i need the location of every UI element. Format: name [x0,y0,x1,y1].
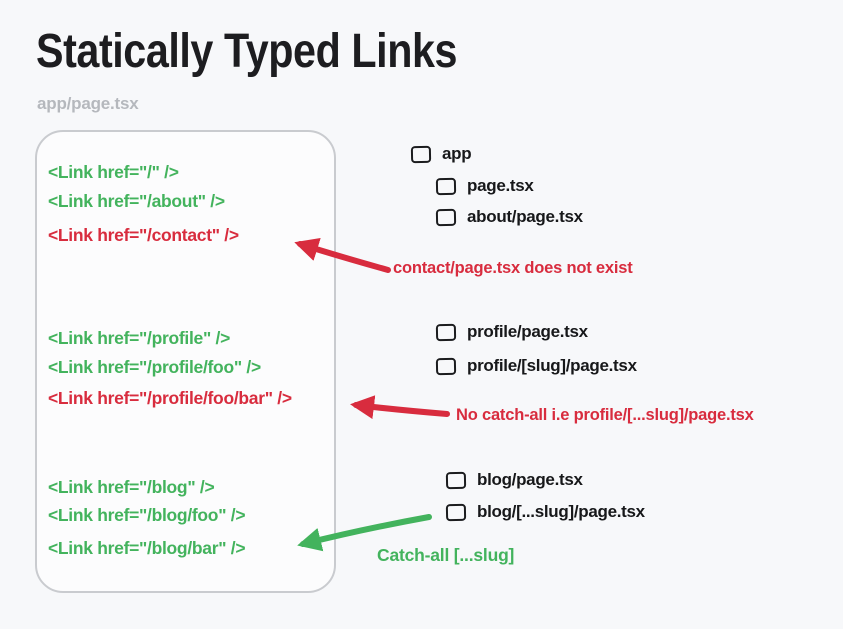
code-line-profile-foo: <Link href="/profile/foo" /> [48,357,261,377]
page-title: Statically Typed Links [36,25,458,78]
tree-item-blog-page: blog/page.tsx [445,469,583,491]
tree-item-label: blog/[...slug]/page.tsx [477,502,645,521]
tree-item-profile-slug-page: profile/[slug]/page.tsx [435,355,637,377]
code-line-contact: <Link href="/contact" /> [48,225,239,245]
note-no-catch-all: No catch-all i.e profile/[...slug]/page.… [456,406,754,424]
code-line-about: <Link href="/about" /> [48,191,225,211]
file-path-label: app/page.tsx [37,94,139,113]
code-panel [35,130,336,593]
note-catch-all: Catch-all [...slug] [377,545,515,565]
folder-checkbox-icon [410,145,432,163]
tree-item-label: profile/page.tsx [467,322,588,341]
tree-item-profile-page: profile/page.tsx [435,321,588,343]
code-line-blog-foo: <Link href="/blog/foo" /> [48,505,246,525]
code-line-profile-foo-bar: <Link href="/profile/foo/bar" /> [48,388,292,408]
arrow-no-catch-all-icon [350,395,450,420]
tree-item-blog-catchall-page: blog/[...slug]/page.tsx [445,501,645,523]
file-checkbox-icon [435,323,457,341]
file-checkbox-icon [435,177,457,195]
tree-item-label: blog/page.tsx [477,470,583,489]
file-checkbox-icon [445,471,467,489]
tree-item-label: page.tsx [467,176,534,195]
file-checkbox-icon [435,208,457,226]
tree-item-about-page: about/page.tsx [435,206,583,228]
tree-item-label: about/page.tsx [467,207,583,226]
code-line-root: <Link href="/" /> [48,162,179,182]
tree-item-page: page.tsx [435,175,534,197]
code-line-profile: <Link href="/profile" /> [48,328,231,348]
file-checkbox-icon [435,357,457,375]
tree-item-label: profile/[slug]/page.tsx [467,356,637,375]
note-contact-missing: contact/page.tsx does not exist [393,259,633,277]
tree-item-app: app [410,143,472,165]
code-line-blog-bar: <Link href="/blog/bar" /> [48,538,246,558]
file-checkbox-icon [445,503,467,521]
tree-item-label: app [442,144,472,163]
code-line-blog: <Link href="/blog" /> [48,477,215,497]
